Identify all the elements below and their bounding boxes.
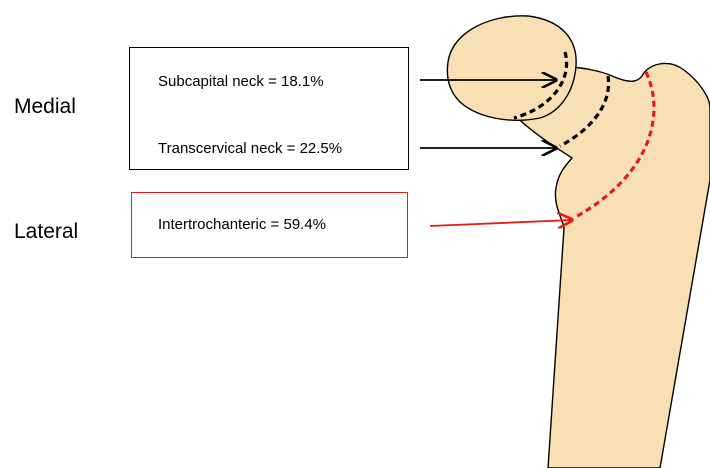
transcervical-neck-label: Transcervical neck = 22.5% (158, 140, 342, 157)
lateral-label: Lateral (14, 220, 78, 244)
femoral-head (447, 16, 576, 120)
intertrochanteric-arrow (430, 220, 572, 226)
medial-label: Medial (14, 95, 76, 119)
femur-bone-outline (506, 63, 710, 468)
intertrochanteric-label: Intertrochanteric = 59.4% (158, 216, 326, 233)
subcapital-neck-label: Subcapital neck = 18.1% (158, 73, 324, 90)
